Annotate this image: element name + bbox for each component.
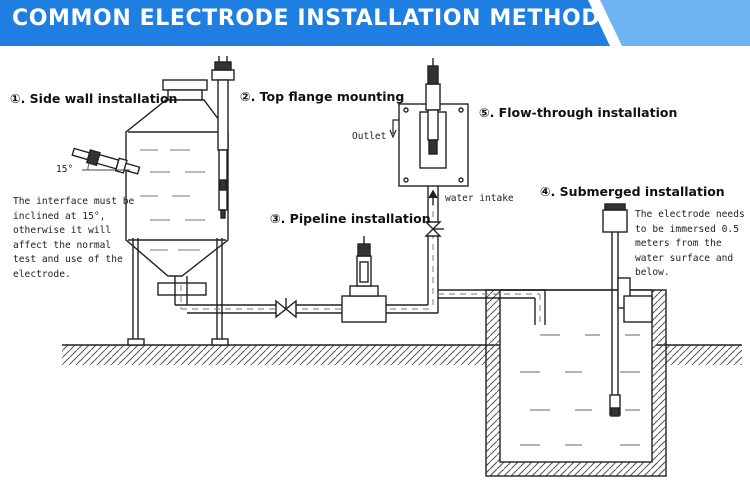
angle-label: 15° — [56, 164, 74, 175]
label-pipeline: ③. Pipeline installation — [270, 211, 431, 226]
label-top-flange: ②. Top flange mounting — [240, 89, 405, 104]
top-flange-electrode — [211, 56, 235, 219]
label-side-wall: ①. Side wall installation — [10, 91, 178, 106]
ground — [62, 344, 742, 365]
title-banner: COMMON ELECTRODE INSTALLATION METHOD — [0, 0, 750, 46]
flow-arrow-icon — [428, 189, 438, 205]
submerged-electrode — [602, 203, 653, 417]
main-pipeline — [157, 185, 546, 325]
banner-shape — [0, 0, 750, 46]
immersion-note: The electrode needs to be immersed 0.5 m… — [635, 209, 745, 279]
outlet-label: Outlet — [352, 131, 387, 142]
angle-guide — [82, 161, 130, 171]
pipeline-electrode — [341, 236, 387, 323]
side-wall-electrode — [71, 147, 141, 175]
label-submerged: ④. Submerged installation — [540, 184, 725, 199]
gate-valve-icon — [424, 221, 444, 237]
label-flow-through: ⑤. Flow-through installation — [479, 105, 678, 120]
gate-valve-icon — [275, 298, 297, 319]
water-intake-label: water intake — [445, 193, 514, 204]
water-pit — [485, 289, 667, 477]
page-title: COMMON ELECTRODE INSTALLATION METHOD — [12, 6, 601, 31]
storage-tank — [125, 79, 229, 346]
interface-note: The interface must be inclined at 15°, o… — [13, 196, 135, 280]
flow-through-cell — [389, 58, 469, 187]
